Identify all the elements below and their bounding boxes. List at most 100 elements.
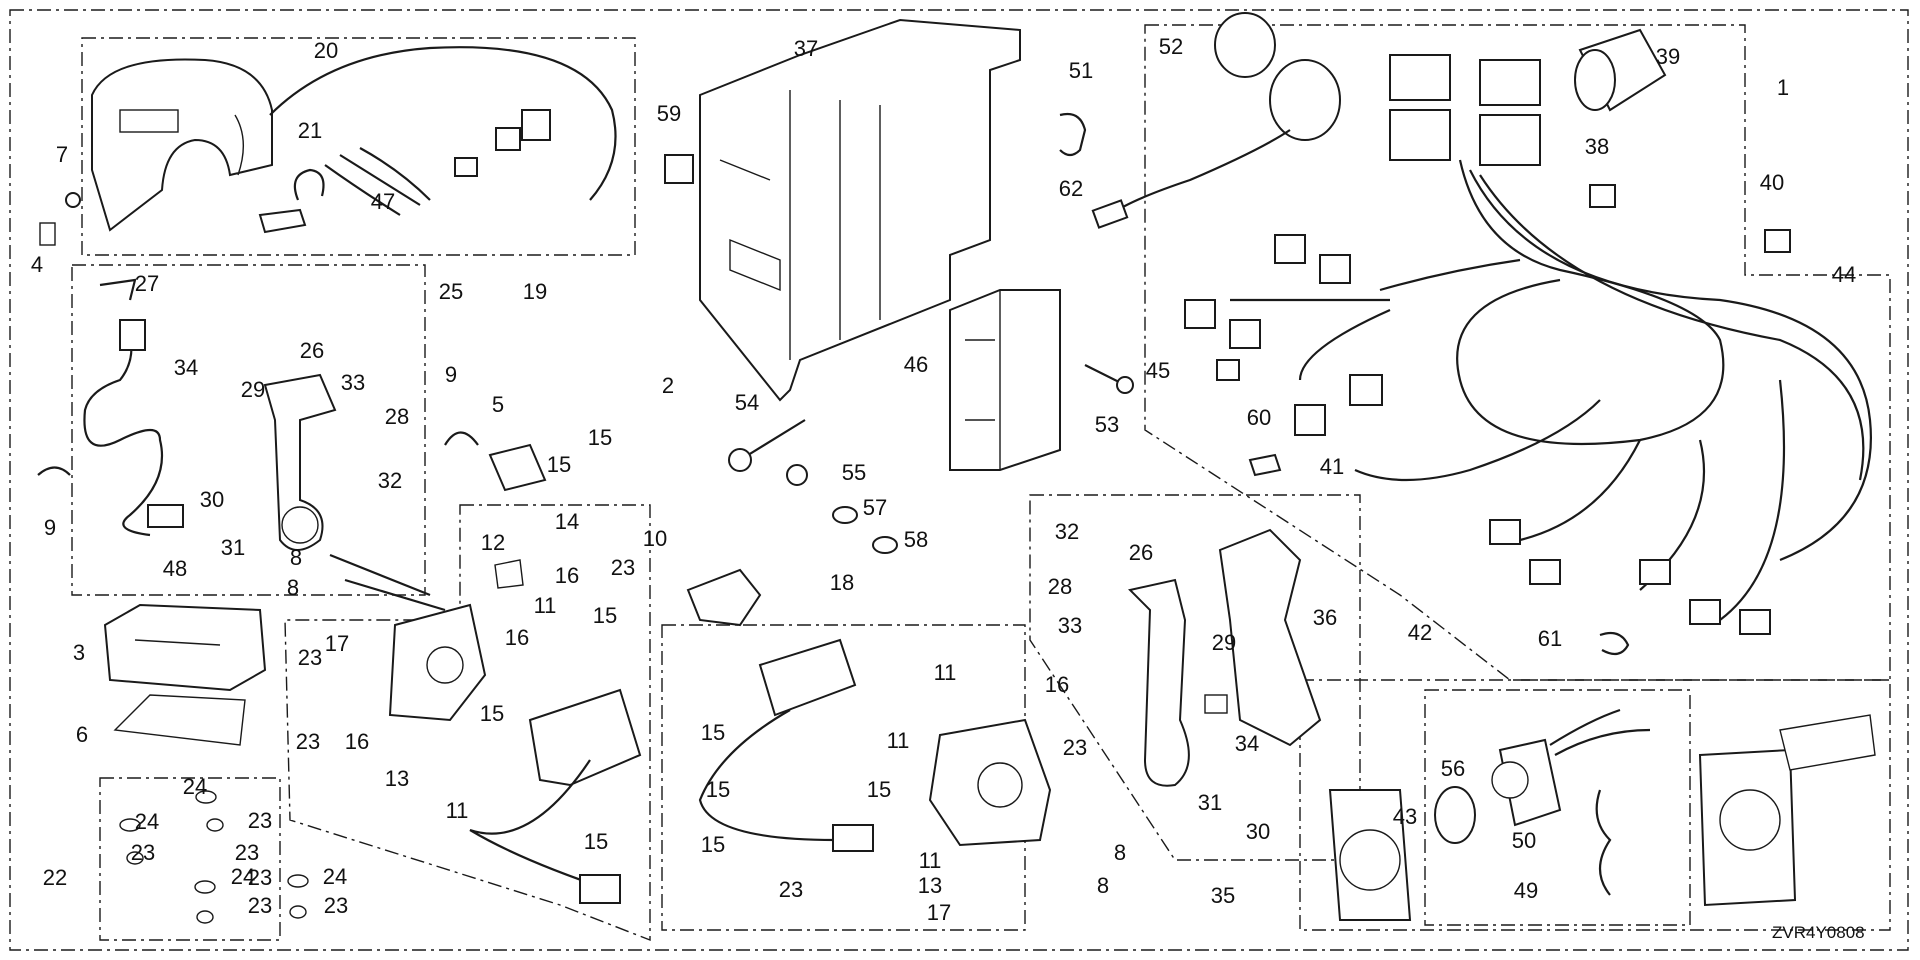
washer-set-22 xyxy=(119,790,309,924)
screw-7 xyxy=(65,192,81,208)
connector-38 xyxy=(1589,184,1616,208)
callout-16: 16 xyxy=(1045,672,1069,697)
callout-16: 16 xyxy=(345,729,369,754)
group-box-22 xyxy=(99,777,281,941)
group-box-1 xyxy=(1144,24,1891,681)
outer-frame xyxy=(9,9,1909,951)
callout-15: 15 xyxy=(480,701,504,726)
bracket-plate-42 xyxy=(1698,714,1876,907)
callout-57: 57 xyxy=(863,495,887,520)
switch-50 xyxy=(1491,708,1651,896)
connector-45 xyxy=(1216,359,1240,381)
group-box-49 xyxy=(1424,689,1691,926)
callout-15: 15 xyxy=(593,603,617,628)
group-box-42 xyxy=(1299,679,1891,931)
callout-36: 36 xyxy=(1313,605,1337,630)
callout-8: 8 xyxy=(290,545,302,570)
callout-15: 15 xyxy=(706,777,730,802)
callout-29: 29 xyxy=(1212,630,1236,655)
callout-41: 41 xyxy=(1320,454,1344,479)
callout-49: 49 xyxy=(1514,878,1538,903)
wire-51 xyxy=(1091,129,1291,229)
clamp-62 xyxy=(1059,112,1087,157)
callout-23: 23 xyxy=(248,865,272,890)
callout-34: 34 xyxy=(174,355,198,380)
clip-21 xyxy=(293,168,325,201)
callout-15: 15 xyxy=(701,832,725,857)
callout-26: 26 xyxy=(300,338,324,363)
callout-23: 23 xyxy=(248,893,272,918)
callout-52: 52 xyxy=(1159,34,1183,59)
washer-57 xyxy=(832,506,858,524)
callout-37: 37 xyxy=(794,36,818,61)
callout-34: 34 xyxy=(1235,731,1259,756)
callout-59: 59 xyxy=(657,101,681,126)
plate-3 xyxy=(103,603,267,692)
callout-15: 15 xyxy=(867,777,891,802)
callout-21: 21 xyxy=(298,118,322,143)
callout-24: 24 xyxy=(135,809,159,834)
grommet-52 xyxy=(1214,12,1341,141)
callout-26: 26 xyxy=(1129,540,1153,565)
callout-15: 15 xyxy=(588,425,612,450)
callout-31: 31 xyxy=(221,535,245,560)
callout-47: 47 xyxy=(371,189,395,214)
callout-7: 7 xyxy=(56,142,68,167)
callout-55: 55 xyxy=(842,460,866,485)
callout-17: 17 xyxy=(927,900,951,925)
callout-30: 30 xyxy=(1246,819,1270,844)
ring-56 xyxy=(1434,786,1476,844)
callout-17: 17 xyxy=(325,631,349,656)
callout-39: 39 xyxy=(1656,44,1680,69)
callout-16: 16 xyxy=(505,625,529,650)
callout-6: 6 xyxy=(76,722,88,747)
control-box-part xyxy=(699,18,1021,402)
callout-23: 23 xyxy=(298,645,322,670)
switch-unit-18 xyxy=(698,638,1052,852)
clip-9a xyxy=(37,466,71,476)
group-box-18 xyxy=(661,624,1026,931)
callout-5: 5 xyxy=(492,392,504,417)
callout-23: 23 xyxy=(324,893,348,918)
callout-8: 8 xyxy=(1114,840,1126,865)
callout-labels: 1234567888899101111111111121313141515151… xyxy=(31,34,1856,925)
lever-26b xyxy=(1128,578,1190,787)
callout-28: 28 xyxy=(1048,574,1072,599)
clip-cover-18 xyxy=(686,568,762,627)
callout-48: 48 xyxy=(163,556,187,581)
callout-30: 30 xyxy=(200,487,224,512)
bolt-54 xyxy=(728,419,806,472)
group-box-25 xyxy=(71,264,426,596)
callout-13: 13 xyxy=(385,766,409,791)
callout-58: 58 xyxy=(904,527,928,552)
connector-40 xyxy=(1764,229,1791,253)
group-box-35 xyxy=(1029,494,1361,861)
callout-27: 27 xyxy=(135,271,159,296)
callout-8: 8 xyxy=(287,575,299,600)
bracket-29 xyxy=(1204,694,1228,714)
lever-26 xyxy=(263,373,337,551)
bracket-12 xyxy=(494,559,524,589)
bolt-53 xyxy=(1084,364,1134,394)
callout-32: 32 xyxy=(378,468,402,493)
callout-23: 23 xyxy=(1063,735,1087,760)
remote-cover-part xyxy=(91,58,273,232)
callout-33: 33 xyxy=(1058,613,1082,638)
clip-59 xyxy=(664,154,694,184)
callout-25: 25 xyxy=(439,279,463,304)
callout-54: 54 xyxy=(735,390,759,415)
callout-23: 23 xyxy=(235,840,259,865)
callout-23: 23 xyxy=(296,729,320,754)
callout-19: 19 xyxy=(523,279,547,304)
diagram-code: ZVR4Y0808 xyxy=(1772,923,1865,942)
control-module-46 xyxy=(949,289,1061,471)
washer-58 xyxy=(872,536,898,554)
callout-32: 32 xyxy=(1055,519,1079,544)
callout-23: 23 xyxy=(779,877,803,902)
callout-35: 35 xyxy=(1211,883,1235,908)
nut-55 xyxy=(786,464,808,486)
callout-23: 23 xyxy=(611,555,635,580)
callout-3: 3 xyxy=(73,640,85,665)
callout-61: 61 xyxy=(1538,626,1562,651)
